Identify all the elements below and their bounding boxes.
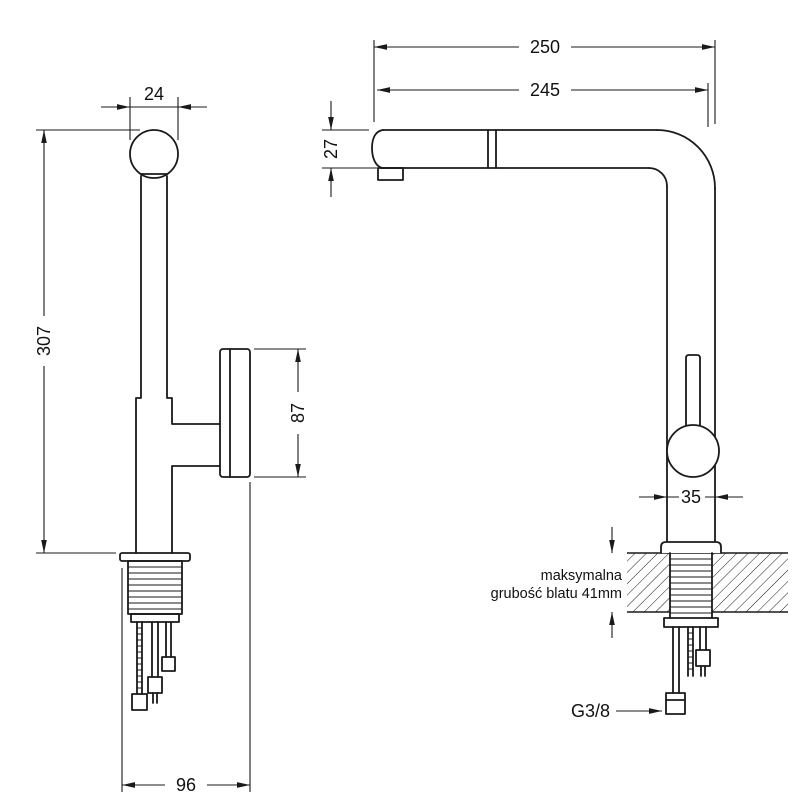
locknut bbox=[663, 617, 719, 628]
g38-hose-fitting bbox=[665, 692, 686, 715]
dim-body-width-label: 35 bbox=[681, 487, 701, 507]
countertop-section bbox=[627, 552, 788, 613]
left-faucet-outline bbox=[119, 129, 251, 711]
dim-overall-depth-label: 250 bbox=[530, 37, 560, 57]
dim-cap-diameter-label: 24 bbox=[144, 84, 164, 104]
right-dimension-labels: 250 245 27 35 maksymalna grubość blatu 4… bbox=[321, 36, 705, 721]
riser-right-edge bbox=[166, 175, 221, 425]
spout-cap-circle bbox=[129, 129, 179, 179]
threaded-tailpiece bbox=[127, 560, 183, 615]
countertop-note-line2: grubość blatu 41mm bbox=[491, 586, 622, 602]
thread-size-label: G3/8 bbox=[571, 701, 610, 721]
lever-handle bbox=[685, 354, 701, 427]
right-faucet-outline bbox=[371, 129, 722, 715]
left-dimension-lines bbox=[36, 97, 306, 792]
countertop-note-line1: maksymalna bbox=[541, 568, 623, 584]
countertop-hatch-left bbox=[627, 553, 670, 612]
right-dimension-lines bbox=[322, 40, 743, 714]
supply-hoses bbox=[147, 621, 176, 704]
dim-total-height-label: 307 bbox=[34, 326, 54, 356]
threaded-shank bbox=[669, 552, 713, 619]
supply-hoses-front bbox=[665, 626, 711, 715]
dim-spout-height-label: 27 bbox=[321, 139, 341, 159]
dim-cap-diameter-lines bbox=[101, 97, 207, 140]
mounting-stud-front bbox=[687, 626, 694, 677]
countertop-hatch-right bbox=[712, 553, 788, 612]
right-view: 250 245 27 35 maksymalna grubość blatu 4… bbox=[321, 36, 788, 721]
aerator bbox=[377, 167, 404, 181]
handle-profile bbox=[219, 348, 251, 478]
dim-spout-reach-label: 245 bbox=[530, 80, 560, 100]
mixer-ball bbox=[666, 424, 720, 478]
dim-spout-height-lines bbox=[322, 101, 377, 197]
left-view: 24 307 87 96 bbox=[33, 84, 309, 796]
left-dimension-labels: 24 307 87 96 bbox=[33, 84, 309, 796]
base-flange bbox=[119, 552, 191, 562]
mounting-stud bbox=[131, 621, 148, 711]
riser-left-edge bbox=[135, 175, 142, 554]
dim-handle-height-label: 87 bbox=[288, 403, 308, 423]
dim-base-depth-label: 96 bbox=[176, 775, 196, 795]
base-flange-front bbox=[660, 541, 722, 554]
spout-nose bbox=[371, 129, 384, 169]
